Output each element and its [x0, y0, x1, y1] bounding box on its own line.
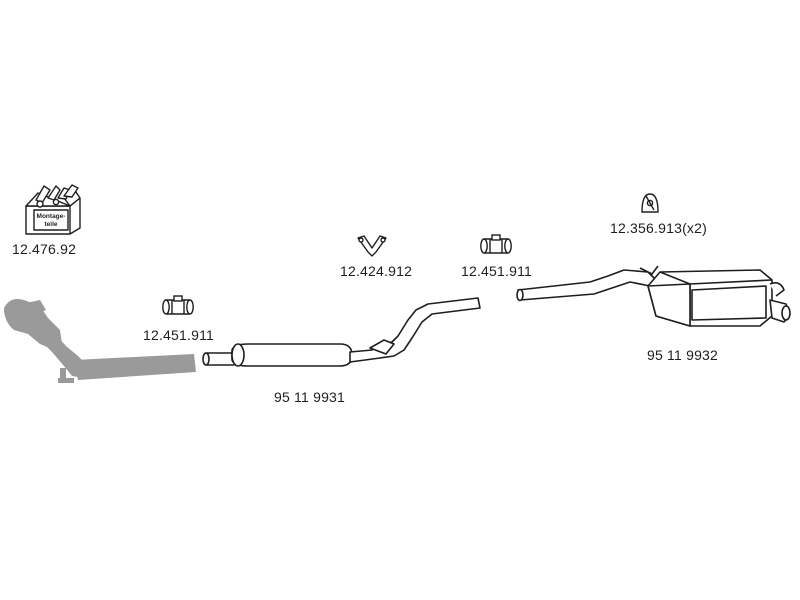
kit-box-text-2: teile [44, 221, 57, 228]
hanger-part-number: 12.356.913(x2) [610, 220, 707, 236]
front-silencer-icon[interactable] [202, 297, 481, 367]
front-exhaust-pipe-icon[interactable] [4, 299, 196, 383]
rubber-hanger-icon[interactable] [641, 193, 659, 213]
clamp-left-part-number: 12.451.911 [143, 327, 215, 343]
assembly-kit-box-icon[interactable]: Montage- teile [25, 184, 81, 235]
flange-part-number: 12.424.912 [340, 263, 413, 279]
kit-box-text-1: Montage- [37, 213, 66, 220]
pipe-clamp-icon[interactable] [162, 295, 194, 315]
clamp-right-part-number: 12.451.911 [461, 263, 533, 279]
rear-silencer-part-number: 95 11 9932 [647, 347, 719, 363]
rear-silencer-icon[interactable] [516, 265, 791, 327]
y-flange-icon[interactable] [357, 235, 387, 257]
front-silencer-part-number: 95 11 9931 [274, 389, 346, 405]
pipe-clamp-icon[interactable] [480, 234, 512, 254]
kit-part-number: 12.476.92 [12, 241, 77, 257]
